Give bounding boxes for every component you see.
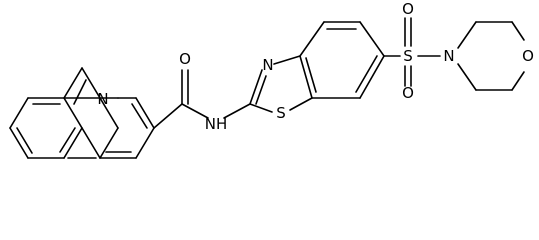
bond-lines: [9, 17, 525, 159]
quinoline-nitrogen-label: N: [97, 90, 108, 108]
atom-labels: N O NH N S S O O N O: [97, 0, 534, 133]
sulfonyl-oxygen-top-label: O: [402, 0, 414, 18]
amide-nh-label: NH: [205, 115, 228, 133]
sulfonyl-oxygen-bottom-label: O: [402, 84, 414, 102]
sulfonyl-sulfur-label: S: [403, 47, 413, 65]
thiazole-nitrogen-label: N: [262, 56, 273, 74]
morpholine-oxygen-label: O: [522, 47, 534, 65]
chemical-structure-diagram: N O NH N S S O O N O: [9, 0, 534, 159]
thiazole-sulfur-label: S: [276, 104, 286, 122]
morpholine-nitrogen-label: N: [443, 47, 454, 65]
carbonyl-oxygen-label: O: [179, 50, 191, 68]
